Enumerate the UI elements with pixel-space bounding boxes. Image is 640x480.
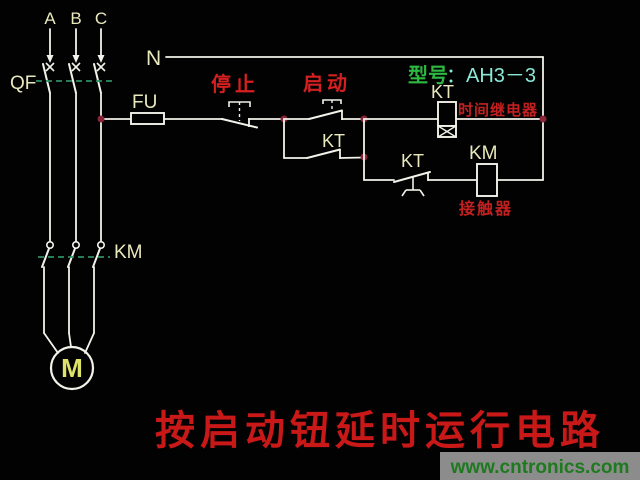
neutral-label: N	[146, 47, 161, 70]
contactor-coil-label: KM	[469, 143, 498, 164]
stop-button-label: 停止	[211, 72, 259, 96]
main-contacts-label: KM	[114, 242, 143, 263]
three-phase-supply: A B C	[44, 9, 107, 72]
phase-c-arrow	[97, 55, 105, 63]
watermark: www.cntronics.com	[440, 452, 640, 480]
junction-dot	[97, 115, 105, 123]
delayed-contact-symbol	[393, 171, 431, 197]
stop-button-symbol: 停止	[211, 72, 259, 129]
contactor-coil-symbol	[476, 163, 498, 197]
control-row-main: FU 停止 启动 KT	[97, 71, 547, 138]
phase-b-label: B	[70, 9, 81, 28]
timer-coil-label: KT	[431, 82, 454, 102]
breaker-label: QF	[10, 73, 36, 94]
junction-dot	[539, 115, 547, 123]
model-number: 型号 ：AH3－3	[408, 64, 536, 87]
start-button-label: 启动	[303, 71, 351, 95]
phase-c-label: C	[95, 9, 107, 28]
phase-a-label: A	[44, 9, 56, 28]
control-row-holding-contact: KT	[283, 118, 368, 181]
contactor-caption: 接触器	[459, 199, 513, 218]
contactor-main-contacts-km: KM	[38, 241, 143, 334]
motor-label: M	[61, 353, 83, 383]
breaker-blade-3	[93, 63, 102, 94]
watermark-url: www.cntronics.com	[450, 457, 630, 478]
breaker-blade-1	[42, 63, 51, 94]
breaker-blade-2	[68, 63, 77, 94]
watermark-background	[440, 452, 640, 480]
circuit-breaker-qf: QF	[10, 63, 112, 243]
delay-contact-label: KT	[401, 151, 424, 171]
motor-symbol: M	[43, 332, 95, 391]
phase-b-arrow	[72, 55, 80, 63]
fuse-label: FU	[132, 92, 157, 113]
timer-caption: 时间继电器	[458, 101, 538, 119]
page-title: 按启动钮延时运行电路	[155, 409, 605, 453]
timer-contact-label: KT	[322, 131, 345, 151]
fuse-symbol	[130, 112, 165, 125]
phase-a-arrow	[46, 55, 54, 63]
model-label: 型号	[408, 64, 448, 87]
model-value: ：AH3－3	[446, 65, 536, 87]
control-row-contactor: KT KM 接触器	[363, 143, 544, 218]
contact-cross-marks	[45, 62, 106, 72]
start-button-symbol: 启动	[303, 71, 351, 120]
time-relay-coil-symbol: KT	[431, 82, 457, 138]
